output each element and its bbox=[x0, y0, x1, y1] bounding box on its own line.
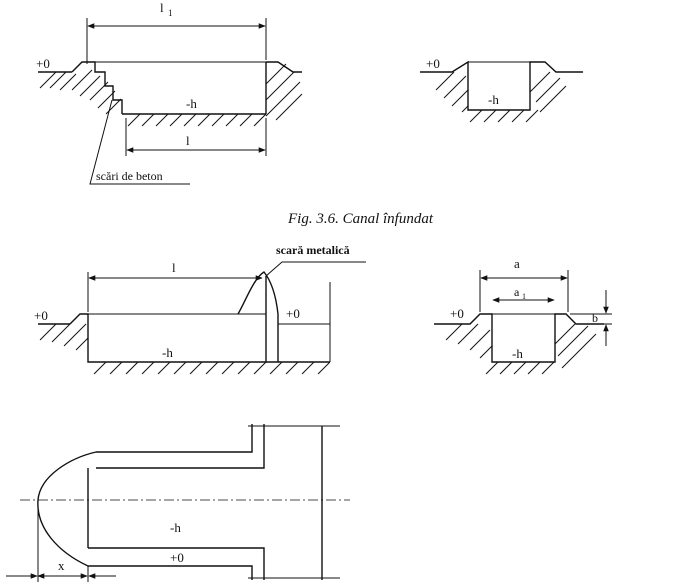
ground-hatch-left bbox=[39, 71, 77, 91]
level-ground-label: +0 bbox=[170, 550, 184, 565]
concrete-stairs bbox=[71, 61, 123, 114]
dim-l-label: l bbox=[186, 133, 190, 148]
fig1-longitudinal-section: l 1 l +0 -h scări de beton bbox=[36, 0, 303, 185]
level-ground-label: +0 bbox=[450, 306, 464, 321]
plan-stairs-curve bbox=[37, 451, 97, 567]
level-left-label: +0 bbox=[34, 308, 48, 323]
fig2-longitudinal-section: l scară metalică +0 +0 -h bbox=[34, 243, 366, 375]
dim-a-label: a bbox=[514, 256, 520, 271]
level-ground-label: +0 bbox=[36, 56, 50, 71]
level-ground-label: +0 bbox=[426, 56, 440, 71]
dim-a1-sub: 1 bbox=[522, 292, 526, 301]
dim-x-label: x bbox=[58, 558, 65, 573]
dim-l1-sub: 1 bbox=[168, 8, 173, 18]
floor-hatch bbox=[127, 113, 267, 127]
dim-a1-label: a bbox=[514, 285, 520, 299]
ladder-label: scară metalică bbox=[276, 243, 350, 257]
stairs-label: scări de beton bbox=[96, 169, 163, 183]
fig3-plan-view: x -h +0 bbox=[6, 424, 350, 582]
fig1-cross-section: +0 -h bbox=[420, 56, 583, 123]
metal-ladder bbox=[237, 271, 279, 362]
level-pit-label: -h bbox=[488, 92, 499, 107]
fig2-cross-section: a a 1 b +0 -h bbox=[434, 256, 612, 375]
stairs-leader bbox=[89, 99, 190, 185]
level-pit-label: -h bbox=[186, 96, 197, 111]
level-pit-label: -h bbox=[162, 345, 173, 360]
dim-b-label: b bbox=[592, 311, 598, 325]
level-right-label: +0 bbox=[286, 306, 300, 321]
dim-l1-label: l bbox=[160, 0, 164, 15]
ladder-leader bbox=[265, 261, 366, 277]
figure-caption: Fig. 3.6. Canal înfundat bbox=[287, 211, 434, 227]
level-pit-label: -h bbox=[512, 346, 523, 361]
level-pit-label: -h bbox=[170, 520, 181, 535]
dim-l-label: l bbox=[172, 260, 176, 275]
